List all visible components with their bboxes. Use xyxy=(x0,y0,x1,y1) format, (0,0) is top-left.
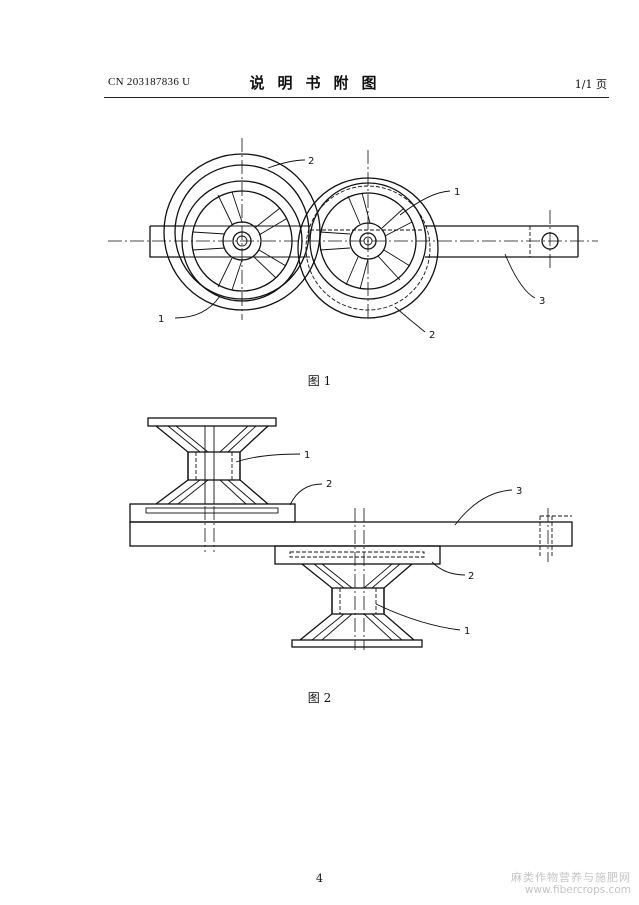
document-number: CN 203187836 U xyxy=(108,76,191,88)
fig2-label-1-top: 1 xyxy=(304,450,310,461)
figure-1-caption: 图 1 xyxy=(307,374,332,388)
watermark-url: www.fibercrops.com xyxy=(524,884,631,896)
watermark-site-name: 麻类作物营养与施肥网 xyxy=(511,871,631,884)
header-divider xyxy=(104,97,609,98)
document-section-title: 说明书附图 xyxy=(249,74,390,92)
page-number: 4 xyxy=(316,872,323,885)
fig2-label-2-top: 2 xyxy=(326,479,332,490)
fig1-label-2-bottom: 2 xyxy=(429,330,435,341)
fig2-label-1-bottom: 1 xyxy=(464,626,470,637)
fig2-label-2-bottom: 2 xyxy=(468,571,474,582)
page-count: 1/1 页 xyxy=(574,78,607,91)
fig1-label-1-right: 1 xyxy=(454,187,460,198)
site-watermark: 麻类作物营养与施肥网 www.fibercrops.com xyxy=(511,871,631,897)
fig2-label-3: 3 xyxy=(516,486,522,497)
fig1-label-1-left: 1 xyxy=(158,314,164,325)
fig1-label-2-top: 2 xyxy=(308,156,314,167)
figure-2-caption: 图 2 xyxy=(307,691,332,705)
fig1-label-3: 3 xyxy=(539,296,545,307)
